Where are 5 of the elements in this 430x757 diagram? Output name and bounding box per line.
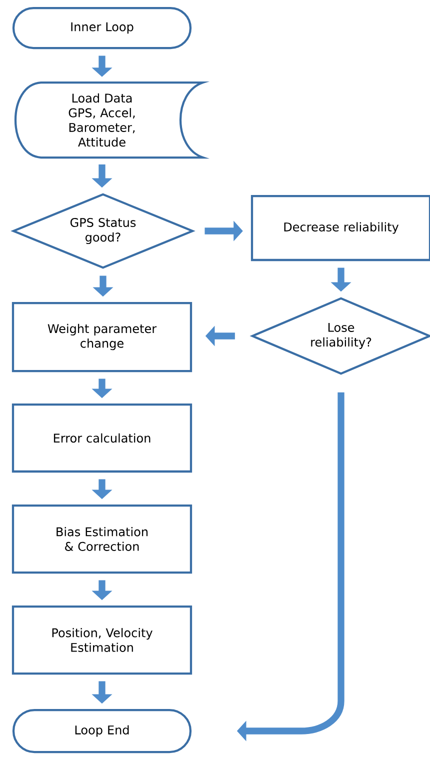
process-box: Weight parameter change [12,302,192,372]
process-box: Error calculation [12,403,192,473]
process-box: Position, Velocity Estimation [12,605,192,675]
process-box: Decrease reliability [250,194,430,262]
process-box: Bias Estimation & Correction [12,504,192,574]
